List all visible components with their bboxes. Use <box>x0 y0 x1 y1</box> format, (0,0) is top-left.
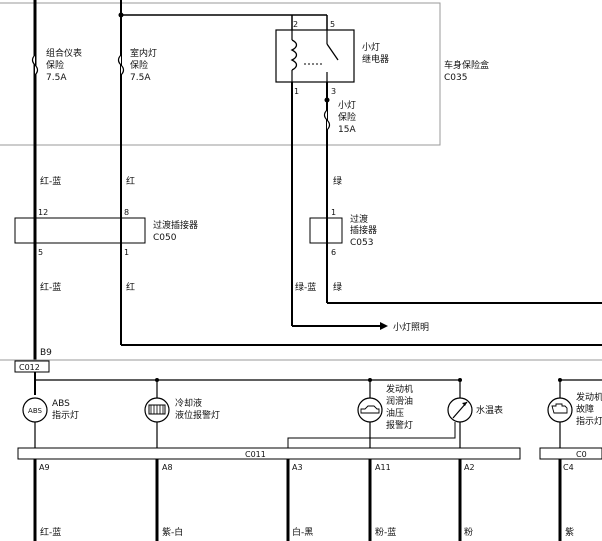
wire-color-label: 紫-白 <box>162 526 183 538</box>
fuse-3-symbol <box>323 109 331 131</box>
fuse-box-code: C035 <box>444 73 467 83</box>
relay-box <box>275 29 355 83</box>
c050-pin: 12 <box>38 208 48 217</box>
fuse-1-symbol <box>31 54 39 76</box>
relay-pin-1: 1 <box>294 87 299 96</box>
c011-code: C011 <box>245 450 266 459</box>
junction-dot <box>118 12 124 18</box>
indicator-label: 水温表 <box>476 404 503 416</box>
fuse-3-sub: 保险 <box>338 111 356 123</box>
c053-pin: 1 <box>331 208 336 217</box>
relay-name: 小灯 <box>362 42 380 53</box>
gauge-needle-tip <box>462 402 467 406</box>
wire-color-label: 绿 <box>333 175 342 187</box>
wire-color-label: 绿 <box>333 281 342 293</box>
arrow-icon <box>380 322 388 330</box>
relay-switch-arm <box>326 43 339 61</box>
relay-pin-2: 2 <box>293 20 298 29</box>
abs-lamp-icon-text: ABS <box>28 407 42 415</box>
indicator-label: 故障 <box>576 403 594 415</box>
fuse-1-name: 组合仪表 <box>46 47 82 59</box>
fuse-2-rating: 7.5A <box>130 73 151 83</box>
connector-c0x <box>539 447 602 460</box>
junction-dot <box>324 97 330 103</box>
fuse-1-rating: 7.5A <box>46 73 67 83</box>
indicator-label: 指示灯 <box>576 415 602 427</box>
indicator-label: 发动机 <box>386 383 413 395</box>
wire-color-label: 粉-蓝 <box>375 526 396 538</box>
wire-color-label: 粉 <box>464 526 473 538</box>
c011-pin: A3 <box>292 463 303 472</box>
wire-color-label: 白-黑 <box>292 526 313 538</box>
fuse-2-symbol <box>117 54 125 76</box>
connector-c011 <box>17 447 521 460</box>
wire-color-label: 绿-蓝 <box>295 281 316 293</box>
c050-name: 过渡插接器 <box>153 219 198 231</box>
fuse-box-outline <box>0 2 441 146</box>
c050-pin: 5 <box>38 248 43 257</box>
c050-pin: 8 <box>124 208 129 217</box>
c011-pin: A8 <box>162 463 173 472</box>
relay-pin-5: 5 <box>330 20 335 29</box>
oil-pressure-icon <box>357 397 383 423</box>
indicator-label: ABS <box>52 399 70 409</box>
c053-sub: 插接器 <box>350 224 377 236</box>
indicator-label: 油压 <box>386 407 404 419</box>
wire-color-label: 红 <box>126 281 135 293</box>
c011-pin: A2 <box>464 463 475 472</box>
c050-pin: 1 <box>124 248 129 257</box>
connector-c050 <box>14 217 146 244</box>
relay-pin-3: 3 <box>331 87 336 96</box>
c050-code: C050 <box>153 233 177 243</box>
fuse-2-sub: 保险 <box>130 59 148 71</box>
connector-c012 <box>14 360 50 373</box>
indicator-label: 润滑油 <box>386 395 413 407</box>
c011-pin: A9 <box>39 463 50 472</box>
fuse-2-name: 室内灯 <box>130 47 157 59</box>
c0x-code: C0 <box>576 450 587 459</box>
c011-pin: A11 <box>375 463 391 472</box>
c053-name: 过渡 <box>350 213 368 225</box>
fuse-1-sub: 保险 <box>46 59 64 71</box>
c012-code: C012 <box>19 363 40 372</box>
relay-sub: 继电器 <box>362 53 389 65</box>
c012-pin: B9 <box>40 348 52 358</box>
relay-coil-icon <box>290 39 298 71</box>
oil-can-shape <box>360 405 380 414</box>
c0x-pin: C4 <box>563 463 574 472</box>
fuse-3-name: 小灯 <box>338 100 356 111</box>
coolant-level-icon-fins <box>150 405 164 414</box>
wire-color-label: 红-蓝 <box>40 281 61 293</box>
wire-color-label: 红-蓝 <box>40 526 61 538</box>
indicator-label: 报警灯 <box>386 419 413 431</box>
indicator-label: 液位报警灯 <box>175 409 220 421</box>
wire-color-label: 红 <box>126 175 135 187</box>
gauge-return-wire <box>287 422 456 448</box>
c053-pin: 6 <box>331 248 336 257</box>
engine-fault-icon <box>547 397 573 423</box>
wire-color-label: 红-蓝 <box>40 175 61 187</box>
indicator-label: 发动机 <box>576 391 602 403</box>
c053-code: C053 <box>350 238 373 248</box>
wire-color-label: 紫 <box>565 527 574 538</box>
indicator-label: 冷却液 <box>175 397 202 409</box>
output-label: 小灯照明 <box>393 322 429 333</box>
engine-shape <box>551 403 568 414</box>
indicator-label: 指示灯 <box>52 409 79 421</box>
fuse-3-rating: 15A <box>338 125 356 135</box>
fuse-box-name: 车身保险盒 <box>444 59 489 71</box>
